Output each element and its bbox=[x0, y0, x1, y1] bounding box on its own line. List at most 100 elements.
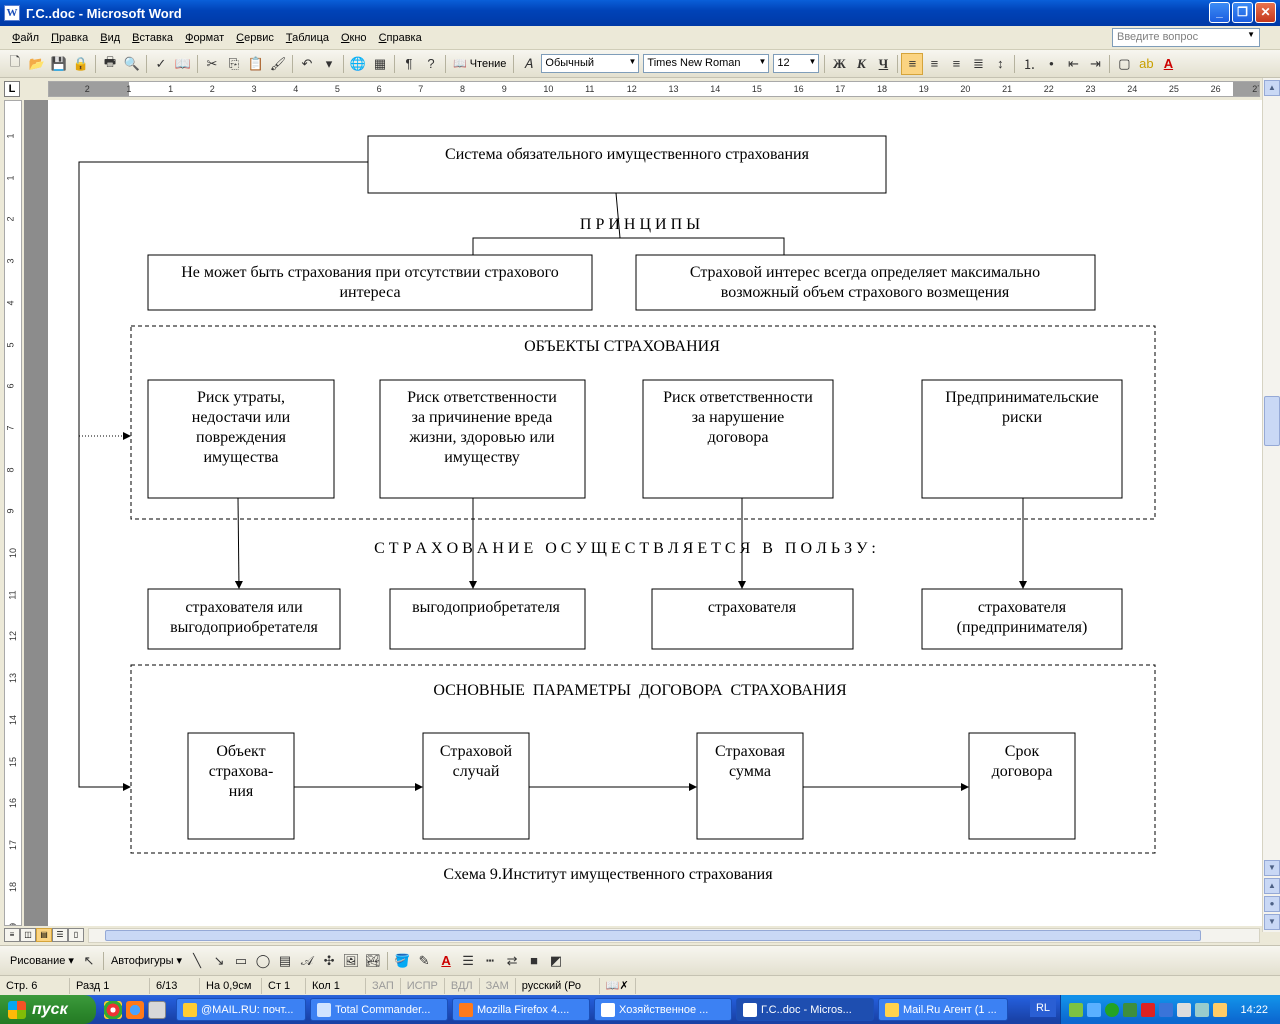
firefox-icon[interactable] bbox=[126, 1000, 144, 1019]
insert-table-icon[interactable]: ▦ bbox=[373, 55, 387, 71]
paste-icon[interactable]: 📋 bbox=[247, 55, 265, 71]
normal-view-icon[interactable]: ≡ bbox=[4, 928, 20, 942]
show-formatting-icon[interactable]: ¶ bbox=[405, 56, 413, 71]
arrow-style-icon[interactable]: ⇄ bbox=[506, 952, 518, 968]
highlight-icon[interactable]: ab bbox=[1139, 56, 1154, 71]
underline-button[interactable]: Ч bbox=[878, 55, 889, 71]
open-folder-icon[interactable]: 📂 bbox=[28, 55, 46, 71]
print-layout-icon[interactable]: ▤ bbox=[36, 928, 52, 942]
close-button[interactable]: ✕ bbox=[1255, 2, 1276, 23]
align-right-icon[interactable]: ≡ bbox=[952, 56, 961, 71]
antivirus-icon[interactable] bbox=[1123, 1002, 1137, 1017]
network-icon[interactable] bbox=[1087, 1002, 1101, 1017]
outline-view-icon[interactable]: ☰ bbox=[52, 928, 68, 942]
menu-format[interactable]: Формат bbox=[185, 31, 225, 44]
word-app-icon[interactable]: W bbox=[4, 5, 20, 21]
format-painter-icon[interactable]: 🖌 bbox=[269, 55, 287, 71]
volume-icon[interactable] bbox=[1177, 1002, 1191, 1017]
menu-edit[interactable]: Правка bbox=[51, 31, 89, 44]
line-tool-icon[interactable]: ╲ bbox=[193, 952, 201, 968]
kaspersky-icon[interactable] bbox=[1141, 1002, 1155, 1017]
update-icon[interactable] bbox=[1195, 1002, 1209, 1017]
prev-page-icon[interactable]: ▲ bbox=[1264, 878, 1280, 894]
status-overtype[interactable]: ЗАМ bbox=[480, 977, 516, 994]
line-style-icon[interactable]: ☰ bbox=[462, 952, 474, 968]
help-icon[interactable]: ? bbox=[427, 56, 435, 71]
taskbar-item-mail-agent[interactable]: Mail.Ru Агент (1 ... bbox=[878, 998, 1008, 1021]
menu-table[interactable]: Таблица bbox=[285, 31, 329, 44]
status-track-changes[interactable]: ИСПР bbox=[401, 977, 445, 994]
undo-icon[interactable]: ↶ bbox=[301, 55, 313, 71]
menu-window[interactable]: Окно bbox=[340, 31, 367, 44]
shadow-style-icon[interactable]: ■ bbox=[530, 953, 538, 968]
text-color-icon[interactable]: A bbox=[441, 953, 451, 968]
scroll-thumb[interactable] bbox=[1264, 396, 1280, 446]
style-select[interactable]: Обычный▼ bbox=[541, 54, 640, 73]
bullets-icon[interactable]: • bbox=[1049, 56, 1054, 71]
scroll-up-icon[interactable]: ▲ bbox=[1264, 80, 1280, 96]
taskbar-item-mailru[interactable]: @MAIL.RU: почт... bbox=[176, 998, 306, 1021]
italic-button[interactable]: К bbox=[856, 55, 866, 71]
spelling-icon[interactable]: ✓ bbox=[155, 55, 167, 71]
cut-icon[interactable]: ✂ bbox=[206, 55, 218, 71]
chevron-down-icon[interactable]: ▼ bbox=[1247, 30, 1255, 39]
scroll-down-icon[interactable]: ▼ bbox=[1264, 860, 1280, 876]
drawing-menu[interactable]: Рисование▾ bbox=[6, 954, 78, 968]
horizontal-scroll-thumb[interactable] bbox=[105, 930, 1201, 941]
status-record[interactable]: ЗАП bbox=[366, 977, 401, 994]
align-left-icon[interactable]: ≡ bbox=[901, 52, 924, 75]
vertical-scrollbar[interactable]: ▲ ▼ ▲ ● ▼ bbox=[1262, 78, 1280, 932]
wordart-icon[interactable]: 𝒜 bbox=[300, 952, 314, 968]
menu-tools[interactable]: Сервис bbox=[236, 31, 274, 44]
taskbar-item-firefox[interactable]: Mozilla Firefox 4.... bbox=[452, 998, 590, 1021]
font-size-select[interactable]: 12▼ bbox=[773, 54, 820, 73]
textbox-tool-icon[interactable]: ▤ bbox=[278, 952, 292, 968]
menu-insert[interactable]: Вставка bbox=[132, 31, 174, 44]
justify-icon[interactable]: ≣ bbox=[972, 55, 984, 71]
font-select[interactable]: Times New Roman▼ bbox=[643, 54, 770, 73]
print-icon[interactable]: 🖶 bbox=[103, 53, 117, 69]
taskbar-item-word-gs[interactable]: Г.С..doc - Micros... bbox=[736, 998, 874, 1021]
rectangle-tool-icon[interactable]: ▭ bbox=[234, 952, 248, 968]
spelling-status-icon[interactable]: 📖✗ bbox=[600, 977, 636, 994]
bold-button[interactable]: Ж bbox=[832, 55, 846, 71]
horizontal-scrollbar[interactable] bbox=[88, 928, 1260, 943]
menu-file[interactable]: Файл bbox=[12, 31, 40, 44]
redo-dropdown-icon[interactable]: ▾ bbox=[325, 55, 333, 71]
taskbar-item-word-economic[interactable]: Хозяйственное ... bbox=[594, 998, 732, 1021]
print-preview-icon[interactable]: 🔍 bbox=[123, 55, 141, 71]
3d-style-icon[interactable]: ◩ bbox=[549, 952, 563, 968]
diagram-tool-icon[interactable]: ✣ bbox=[323, 952, 335, 968]
arrow-tool-icon[interactable]: ↘ bbox=[213, 952, 225, 968]
chrome-icon[interactable] bbox=[104, 1000, 122, 1019]
taskbar-item-total-commander[interactable]: Total Commander... bbox=[310, 998, 448, 1021]
save-icon[interactable]: 💾 bbox=[50, 55, 68, 71]
tab-selector-icon[interactable]: L bbox=[4, 81, 20, 97]
picture-icon[interactable]: 🏞 bbox=[364, 952, 382, 968]
select-objects-icon[interactable]: ↖ bbox=[83, 952, 95, 968]
font-color-icon[interactable]: A bbox=[1163, 56, 1174, 71]
start-button[interactable]: пуск bbox=[0, 995, 96, 1024]
web-view-icon[interactable]: ◫ bbox=[20, 928, 36, 942]
line-spacing-icon[interactable]: ↕ bbox=[997, 56, 1004, 71]
mail-icon[interactable] bbox=[1213, 1002, 1227, 1017]
messenger-icon[interactable] bbox=[1159, 1002, 1173, 1017]
clipart-icon[interactable]: 🖼 bbox=[342, 952, 360, 968]
decrease-indent-icon[interactable]: ⇤ bbox=[1067, 55, 1079, 71]
permission-icon[interactable]: 🔒 bbox=[72, 55, 90, 71]
menu-view[interactable]: Вид bbox=[100, 31, 121, 44]
network-icon[interactable] bbox=[1069, 1002, 1083, 1017]
document-page[interactable]: Система обязательного имущественного стр… bbox=[48, 100, 1262, 926]
increase-indent-icon[interactable]: ⇥ bbox=[1089, 55, 1101, 71]
agent-status-icon[interactable] bbox=[1105, 1002, 1119, 1017]
language-indicator[interactable]: RL bbox=[1029, 999, 1056, 1017]
hyperlink-icon[interactable]: 🌐 bbox=[349, 55, 367, 71]
oval-tool-icon[interactable]: ◯ bbox=[255, 952, 271, 968]
fill-color-icon[interactable]: 🪣 bbox=[393, 952, 411, 968]
research-icon[interactable]: 📖 bbox=[174, 55, 192, 71]
new-document-icon[interactable]: 🗋 bbox=[9, 53, 21, 69]
copy-icon[interactable]: ⎘ bbox=[228, 55, 240, 71]
dash-style-icon[interactable]: ┅ bbox=[486, 952, 494, 968]
autoshapes-menu[interactable]: Автофигуры▾ bbox=[107, 954, 186, 968]
numbering-icon[interactable]: ⒈ bbox=[1022, 57, 1036, 72]
